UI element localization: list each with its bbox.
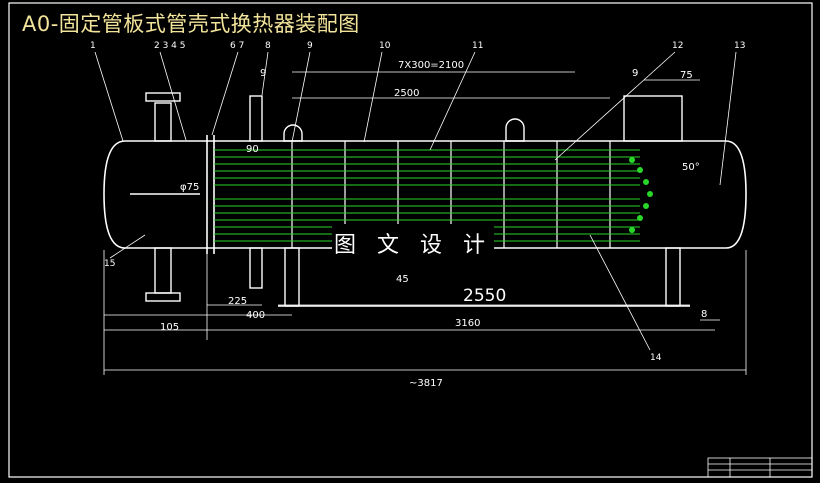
- drawing-frame: [8, 2, 813, 478]
- dim-400: 400: [246, 310, 265, 321]
- dim-2500: 2500: [394, 88, 419, 99]
- part-label-1: 1: [90, 41, 96, 51]
- dim-45: 45: [396, 274, 409, 285]
- dim-3817: ~3817: [409, 378, 443, 389]
- dim-9a: 9: [260, 68, 266, 79]
- part-label-6-7: 6 7: [230, 41, 244, 51]
- u-bends: [629, 157, 653, 233]
- part-label-15: 15: [104, 259, 115, 269]
- dim-9b: 9: [632, 68, 638, 79]
- dim-angle: 50°: [682, 162, 700, 173]
- dimension-lines: [103, 71, 747, 375]
- part-label-11: 11: [472, 41, 483, 51]
- dim-dia: φ75: [180, 182, 199, 193]
- drawing-title: A0-固定管板式管壳式换热器装配图: [22, 12, 360, 36]
- part-label-9: 9: [307, 41, 313, 51]
- part-label-8: 8: [265, 41, 271, 51]
- title-block: [707, 457, 813, 478]
- part-label-10: 10: [379, 41, 391, 51]
- dim-105: 105: [160, 322, 179, 333]
- part-label-14: 14: [650, 353, 662, 363]
- dim-2550: 2550: [463, 286, 506, 306]
- nozzles: [145, 92, 690, 307]
- dim-225: 225: [228, 296, 247, 307]
- watermark: 图 文 设 计: [332, 224, 494, 262]
- dim-75: 75: [680, 70, 693, 81]
- dim-spacing: 7X300=2100: [398, 60, 464, 71]
- part-label-13: 13: [734, 41, 745, 51]
- leader-lines: [94, 51, 737, 351]
- dim-90: 90: [246, 144, 259, 155]
- dim-3160: 3160: [455, 318, 480, 329]
- dim-8: 8: [701, 309, 707, 320]
- part-label-12: 12: [672, 41, 683, 51]
- part-label-2-5: 2 3 4 5: [154, 41, 186, 51]
